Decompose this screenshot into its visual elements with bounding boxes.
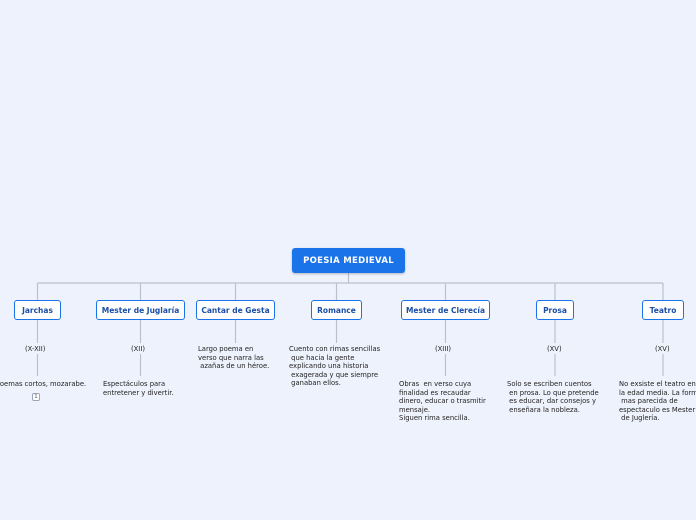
desc-note-jarchas[interactable]: Poemas cortos, mozarabe.	[0, 380, 87, 388]
topic-teatro[interactable]: Teatro	[642, 300, 684, 320]
period-note-mester-de-clerecia[interactable]: (XIII)	[435, 345, 451, 353]
period-note-mester-de-juglaria[interactable]: (XII)	[131, 345, 145, 353]
desc-note-cantar-de-gesta[interactable]: Largo poema en verso que narra las azaña…	[198, 345, 270, 371]
period-note-teatro[interactable]: (XV)	[655, 345, 670, 353]
central-topic[interactable]: POESIA MEDIEVAL	[292, 248, 405, 273]
desc-note-teatro[interactable]: No exsiste el teatro en la edad media. L…	[619, 380, 696, 423]
collapsed-count-badge[interactable]: 1	[32, 393, 40, 401]
topic-mester-de-clerecia[interactable]: Mester de Clerecía	[401, 300, 490, 320]
topic-jarchas[interactable]: Jarchas	[14, 300, 61, 320]
topic-mester-de-juglaria[interactable]: Mester de Juglaría	[96, 300, 185, 320]
topic-cantar-de-gesta[interactable]: Cantar de Gesta	[196, 300, 275, 320]
desc-note-mester-de-juglaria[interactable]: Espectáculos para entretener y divertir.	[103, 380, 174, 397]
desc-note-prosa[interactable]: Solo se escriben cuentos en prosa. Lo qu…	[507, 380, 599, 414]
topic-romance[interactable]: Romance	[311, 300, 362, 320]
desc-note-romance[interactable]: Cuento con rimas sencillas que hacia la …	[289, 345, 381, 388]
desc-note-mester-de-clerecia[interactable]: Obras en verso cuya finalidad es recauda…	[399, 380, 486, 423]
topic-prosa[interactable]: Prosa	[536, 300, 574, 320]
period-note-jarchas[interactable]: (X-XII)	[25, 345, 46, 353]
period-note-prosa[interactable]: (XV)	[547, 345, 562, 353]
